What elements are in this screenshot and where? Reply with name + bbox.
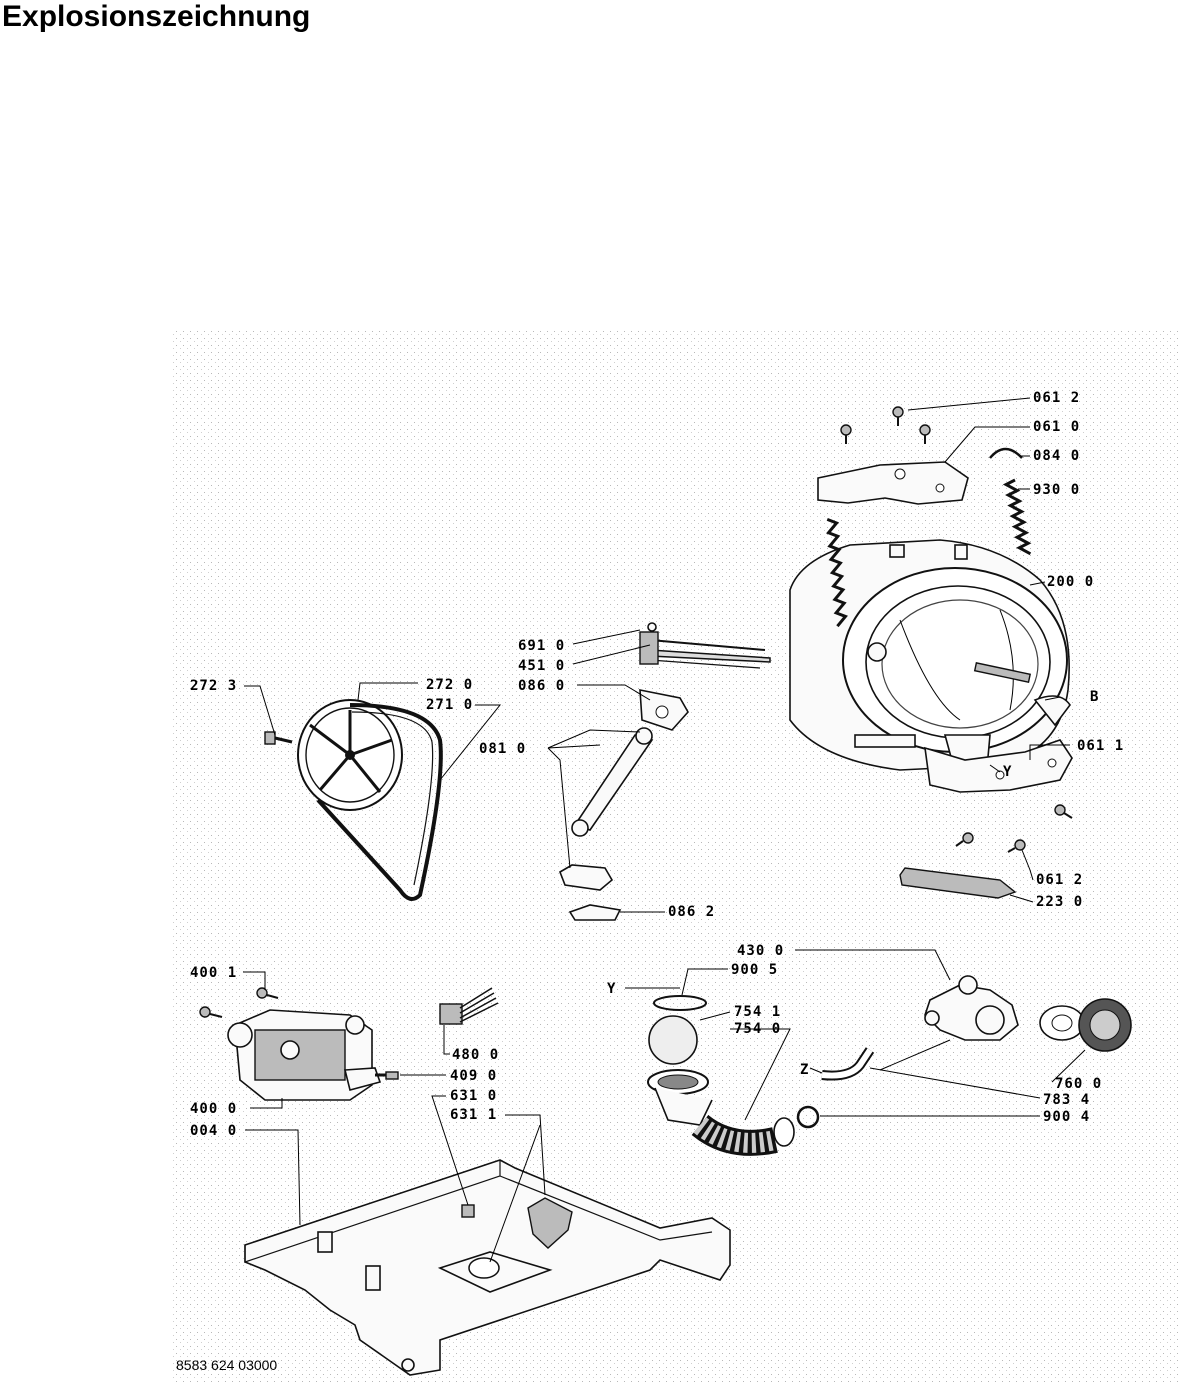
label-900-5: 900 5 [731,962,778,978]
pump-filter [1039,998,1132,1052]
drum-pulley [297,699,403,811]
label-086-2: 086 2 [668,904,715,920]
label-400-0: 400 0 [190,1101,237,1117]
label-400-1: 400 1 [190,965,237,981]
motor-screws [199,987,279,1018]
document-number: 8583 624 03000 [176,1357,278,1373]
label-B: B [1090,689,1099,705]
label-Z: Z [800,1062,809,1078]
label-Y-seal: Y [607,981,616,997]
leader-lines [243,397,1086,1263]
heating-element [639,622,771,669]
label-900-4: 900 4 [1043,1109,1090,1125]
tub-spring-right [1002,478,1032,556]
clip-084 [989,447,1023,459]
part-labels: 061 2 061 0 084 0 930 0 200 0 691 0 451 … [190,390,1124,1139]
label-086-0: 086 0 [518,678,565,694]
label-783-4: 783 4 [1043,1092,1090,1108]
hose-clamp [796,1105,820,1129]
label-631-0: 631 0 [450,1088,497,1104]
top-screws [840,406,931,444]
label-081-0: 081 0 [479,741,526,757]
label-Y-tub: Y [1003,764,1012,780]
tub-spring-left [826,517,848,628]
bottom-screws [955,804,1073,853]
label-760-0: 760 0 [1055,1076,1102,1092]
label-691-0: 691 0 [518,638,565,654]
label-272-0: 272 0 [426,677,473,693]
drive-belt [316,703,443,901]
capacitor-spacer [385,1071,399,1080]
label-451-0: 451 0 [518,658,565,674]
top-counterweight [817,461,969,505]
label-409-0: 409 0 [450,1068,497,1084]
label-084-0: 084 0 [1033,448,1080,464]
shock-absorber [559,689,689,921]
check-ball [648,1015,698,1065]
seal-ring [653,995,707,1011]
label-754-0: 754 0 [734,1021,781,1037]
page-title: Explosionszeichnung [2,0,311,33]
label-061-2-bottom: 061 2 [1036,872,1083,888]
tub-assembly [789,539,1071,791]
sump-hose [647,1069,795,1156]
label-631-1: 631 1 [450,1107,497,1123]
wire-connector [439,987,499,1025]
label-480-0: 480 0 [452,1047,499,1063]
label-061-2-top: 061 2 [1033,390,1080,406]
label-271-0: 271 0 [426,697,473,713]
label-272-3: 272 3 [190,678,237,694]
drain-pump [924,975,1019,1041]
label-004-0: 004 0 [190,1123,237,1139]
pulley-bolt [264,731,293,745]
label-930-0: 930 0 [1033,482,1080,498]
base-frame [244,1159,731,1376]
motor [227,1009,390,1101]
label-061-0: 061 0 [1033,419,1080,435]
weight-223 [899,867,1017,899]
bottom-counterweight [924,739,1073,793]
label-754-1: 754 1 [734,1004,781,1020]
label-223-0: 223 0 [1036,894,1083,910]
label-200-0: 200 0 [1047,574,1094,590]
label-430-0: 430 0 [737,943,784,959]
label-061-1: 061 1 [1077,738,1124,754]
